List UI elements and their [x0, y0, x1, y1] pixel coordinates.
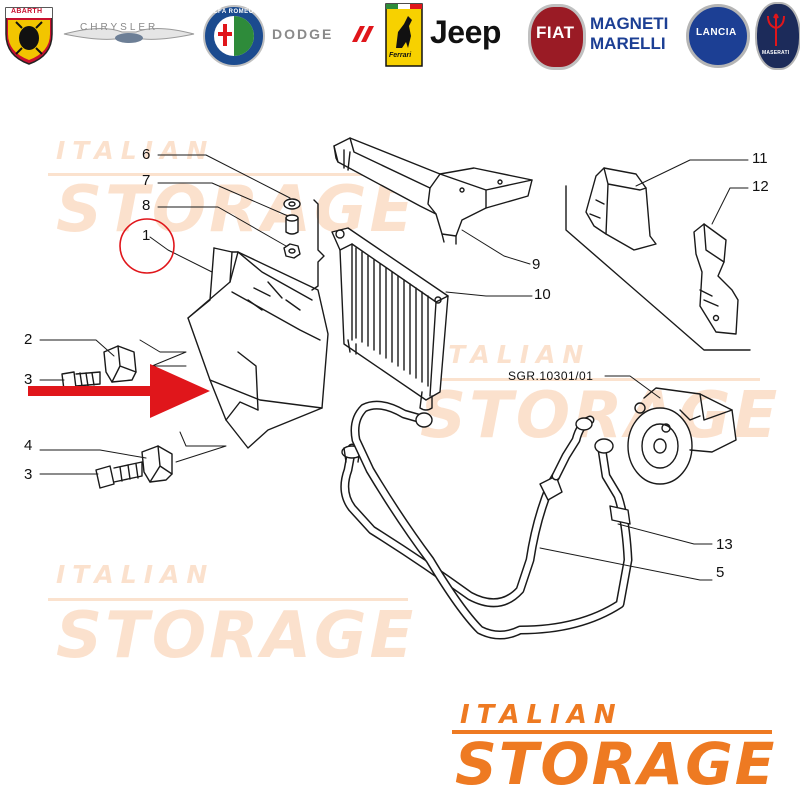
watermark-rule — [48, 598, 408, 601]
callout-7: 7 — [142, 172, 151, 189]
callout-4: 4 — [24, 437, 33, 454]
lancia-wordmark: LANCIA — [696, 27, 737, 38]
callout-5: 5 — [716, 564, 725, 581]
callout-12: 12 — [752, 178, 769, 195]
air-duct-shroud-part-1 — [187, 247, 329, 449]
chrysler-wordmark: CHRYSLER — [80, 22, 159, 33]
screw-part-3-lower — [95, 461, 143, 489]
screw-part-3-upper — [61, 371, 101, 391]
highlight-circle — [119, 218, 175, 274]
magneti-wordmark: MAGNETI — [590, 14, 669, 33]
abarth-wordmark: ABARTH — [11, 8, 43, 15]
alfa-romeo-badge — [203, 5, 265, 67]
callout-1: 1 — [142, 227, 151, 244]
highlight-arrow — [28, 364, 210, 418]
assembly-bracket-line — [311, 199, 325, 291]
ferrari-shield-icon — [385, 3, 423, 67]
nut-part-8 — [283, 243, 301, 259]
callout-3-upper: 3 — [24, 371, 33, 388]
watermark-storage-text: STORAGE — [420, 379, 781, 453]
lancia-badge — [686, 4, 750, 68]
mounting-bracket-part-9 — [333, 137, 533, 245]
callout-3-lower: 3 — [24, 466, 33, 483]
watermark-storage-text: STORAGE — [56, 599, 417, 673]
maserati-wordmark: MASERATI — [762, 50, 790, 56]
shield-part-12 — [693, 223, 739, 335]
callout-8: 8 — [142, 197, 151, 214]
dodge-wordmark: DODGE — [272, 26, 334, 42]
jeep-wordmark: Jeep — [430, 14, 501, 50]
dodge-stripes-icon — [352, 26, 374, 42]
watermark-italian-text: ITALIAN — [56, 560, 215, 589]
callout-sgr-part-number: SGR.10301/01 — [508, 369, 594, 383]
logo-rule — [452, 730, 772, 734]
callout-10: 10 — [534, 286, 551, 303]
clip-part-4 — [141, 445, 173, 483]
watermark-rule — [48, 173, 408, 176]
power-steering-pump — [627, 387, 737, 485]
chrysler-wings-icon — [63, 28, 195, 43]
watermark-rule — [400, 378, 760, 381]
group-boundary-line — [565, 185, 751, 351]
logo-italian-text: ITALIAN — [460, 700, 623, 730]
fiat-badge — [528, 4, 586, 70]
callout-6: 6 — [142, 146, 151, 163]
clip-part-2 — [103, 345, 137, 383]
fiat-wordmark: FIAT — [536, 23, 575, 42]
watermark-italian-text: ITALIAN — [56, 136, 215, 165]
abarth-logo — [5, 7, 53, 65]
marelli-wordmark: MARELLI — [590, 34, 666, 53]
oil-cooler-part-10 — [331, 227, 449, 411]
alfa-romeo-wordmark: ALFA ROMEO — [209, 9, 254, 15]
pressure-hose-part-13 — [350, 400, 633, 640]
watermark-italian-text: ITALIAN — [432, 340, 591, 369]
logo-storage-text: STORAGE — [455, 730, 777, 798]
cover-part-11 — [585, 167, 657, 251]
spacer-part-7 — [285, 214, 299, 235]
callout-11: 11 — [752, 150, 768, 167]
callout-13: 13 — [716, 536, 733, 553]
washer-part-6 — [283, 198, 301, 210]
callout-2: 2 — [24, 331, 33, 348]
leader-lines — [39, 154, 749, 581]
trident-icon — [767, 13, 785, 46]
ferrari-wordmark: Ferrari — [389, 52, 412, 59]
return-hose-part-5 — [340, 415, 595, 608]
maserati-badge — [755, 2, 800, 70]
callout-9: 9 — [532, 256, 541, 273]
